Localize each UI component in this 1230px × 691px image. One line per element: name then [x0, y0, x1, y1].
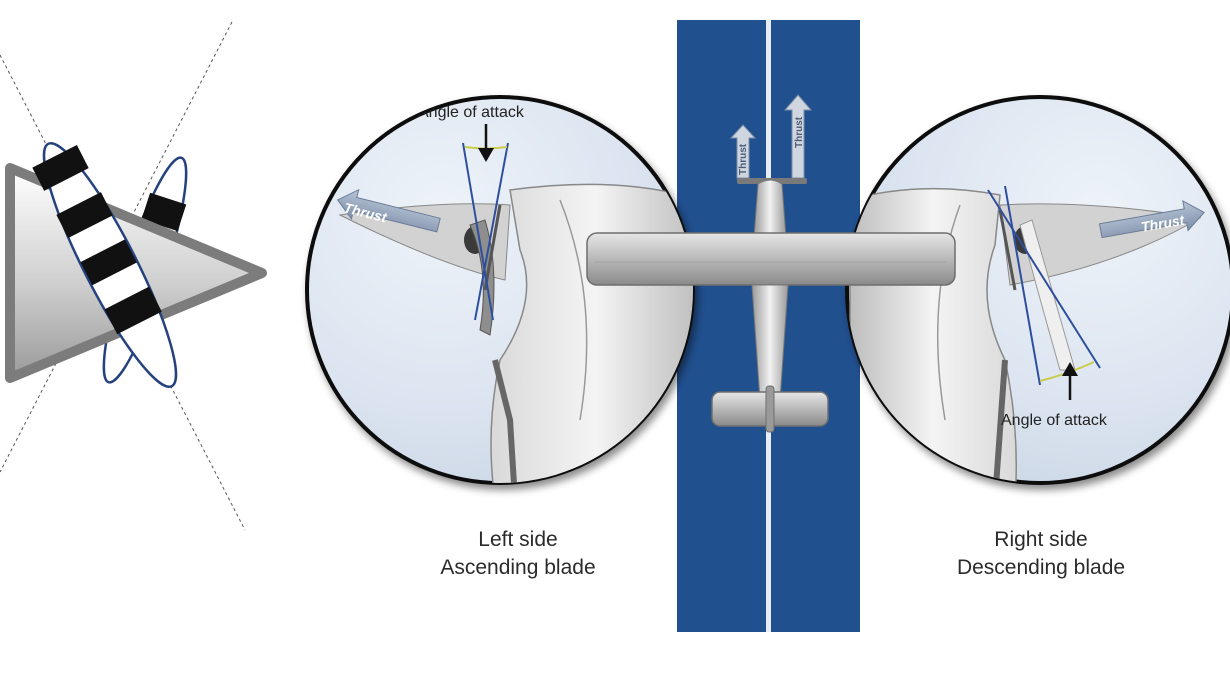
front-propeller-blade	[32, 141, 178, 389]
chord-line	[462, 142, 494, 321]
right-side-caption: Right side	[994, 528, 1087, 551]
airplane-top-icon: Thrust Thrust	[586, 94, 956, 433]
relative-wind-line	[1004, 185, 1041, 386]
spinner-cone-schematic	[0, 21, 267, 531]
relative-wind-line	[474, 142, 509, 321]
dotted-reference-line	[0, 54, 246, 531]
thrust-arrow-icon	[336, 188, 441, 233]
chord-line	[987, 189, 1101, 369]
angle-of-attack-label: Angle of attack	[1001, 412, 1108, 429]
descending-blade-caption: Descending blade	[957, 556, 1125, 579]
thrust-label: Thrust	[1140, 211, 1187, 235]
angle-of-attack-label: Angle of attack	[418, 104, 525, 121]
ascending-blade-caption: Ascending blade	[440, 556, 595, 579]
thrust-arrow-icon	[1098, 200, 1205, 239]
left-side-caption: Left side	[478, 528, 557, 551]
thrust-label: Thrust	[738, 143, 749, 175]
thrust-label: Thrust	[794, 116, 805, 148]
